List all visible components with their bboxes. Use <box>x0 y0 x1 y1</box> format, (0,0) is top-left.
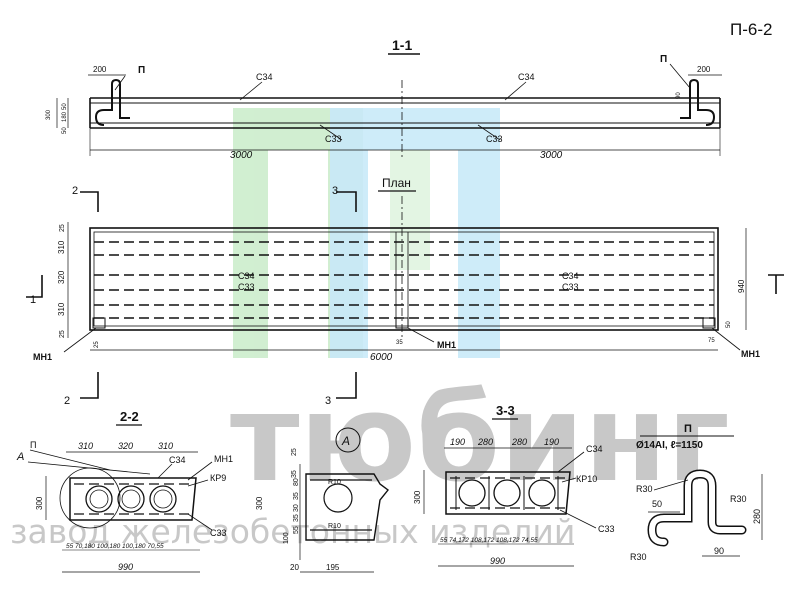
plan-length-6000: 6000 <box>370 352 393 363</box>
plan-mh1-left: МН1 <box>33 352 52 362</box>
detail-h300: 300 <box>255 496 264 510</box>
section-2-2: 2-2 П А С34 МН1 КР9 С33 310 320 310 300 … <box>16 409 233 573</box>
plan-width-940: 940 <box>737 279 746 293</box>
dim-h50a: 50 <box>62 103 68 110</box>
plan-c33-left: С33 <box>238 282 255 292</box>
dim-3000-right: 3000 <box>540 150 563 161</box>
plan-c33-right: С33 <box>562 282 579 292</box>
s33-top-190a: 190 <box>450 437 465 447</box>
detail-a: А R10 R10 25 35 80 35 30 35 55 100 300 2… <box>255 427 389 573</box>
section-3-3-title: 3-3 <box>496 403 515 418</box>
plan-title: План <box>382 176 411 190</box>
p-label-left: П <box>138 65 145 76</box>
s22-h300: 300 <box>35 496 44 510</box>
watermark-tagline: завод железобетонных изделий <box>10 512 575 551</box>
dim-h300: 300 <box>46 109 52 120</box>
bar-r30b: R30 <box>730 494 747 504</box>
bar-p-detail: П Ø14AI, ℓ=1150 R30 R30 R30 50 90 280 <box>630 423 763 562</box>
detail-d35: 35 <box>291 470 298 478</box>
dim-h180: 180 <box>62 111 68 122</box>
s22-bottom: 55 70,180 100,180 100,180 70,55 <box>66 543 164 550</box>
s22-top-310b: 310 <box>158 441 173 451</box>
s33-c34: С34 <box>586 444 603 454</box>
dim-h50b: 50 <box>62 127 68 134</box>
cut3-top: 3 <box>332 185 338 197</box>
plan-c34-left: С34 <box>238 271 255 281</box>
plan-d25c: 25 <box>94 341 100 348</box>
detail-d100: 100 <box>283 532 290 544</box>
s22-mh1: МН1 <box>214 454 233 464</box>
plan-d50: 50 <box>726 321 732 328</box>
s22-kp9: КР9 <box>210 473 226 483</box>
plan-d310b: 310 <box>57 302 66 316</box>
plan-d35: 35 <box>396 340 403 346</box>
bar-p-spec: Ø14AI, ℓ=1150 <box>636 440 703 451</box>
section-1-1: 1-1 П П С34 С34 С33 С33 200 200 <box>46 37 722 161</box>
plan-mh1-mid: МН1 <box>437 340 456 350</box>
section-2-2-title: 2-2 <box>120 409 139 424</box>
detail-a-mark: А <box>341 434 350 448</box>
s33-total: 990 <box>490 556 505 566</box>
sheet-code: П-6-2 <box>730 20 772 39</box>
detail-d195: 195 <box>326 563 340 572</box>
bar-d50: 50 <box>652 499 662 509</box>
dim-3000-left: 3000 <box>230 150 253 161</box>
detail-d80: 80 <box>293 478 300 486</box>
dim-200-left: 200 <box>93 65 107 74</box>
watermark-brand: тюбинг <box>230 370 730 509</box>
bar-d280: 280 <box>752 509 762 524</box>
cut1-left: 1 <box>30 294 36 306</box>
detail-d30: 30 <box>293 504 300 512</box>
detail-r10b: R10 <box>328 523 341 530</box>
detail-d55: 55 <box>293 526 300 534</box>
cut2-top: 2 <box>72 185 78 197</box>
cut2-bottom: 2 <box>64 395 70 407</box>
cut3-bottom: 3 <box>325 395 331 407</box>
section-3-3: 3-3 С34 КР10 С33 190 280 280 190 300 55 … <box>413 403 615 567</box>
section-1-1-title: 1-1 <box>392 37 412 53</box>
dim-h90: 90 <box>676 92 682 99</box>
s33-kp10: КР10 <box>576 474 597 484</box>
s22-c33: С33 <box>210 528 227 538</box>
plan-d75: 75 <box>708 338 715 344</box>
p-label-right: П <box>660 54 667 65</box>
s22-c34: С34 <box>169 455 186 465</box>
bar-r30c: R30 <box>630 552 647 562</box>
bar-p-title: П <box>684 423 692 435</box>
s33-c33: С33 <box>598 524 615 534</box>
s22-total: 990 <box>118 562 133 572</box>
detail-r10a: R10 <box>328 479 341 486</box>
plan-d320: 320 <box>57 270 66 284</box>
s33-bottom: 55 74,172 108,172 108,172 74,55 <box>440 537 538 544</box>
s33-h300: 300 <box>413 490 422 504</box>
plan-d25a: 25 <box>59 224 66 232</box>
s22-top-310a: 310 <box>78 441 93 451</box>
bar-r30a: R30 <box>636 484 653 494</box>
brand-watermark: тюбинг завод железобетонных изделий <box>10 370 730 551</box>
s22-a: А <box>16 451 24 463</box>
c33-label-b: С33 <box>486 134 503 144</box>
plan-d310a: 310 <box>57 240 66 254</box>
s33-top-190b: 190 <box>544 437 559 447</box>
bar-d90: 90 <box>714 546 724 556</box>
detail-d35c: 35 <box>293 514 300 522</box>
logo-watermark <box>233 108 500 358</box>
detail-d25: 25 <box>291 448 298 456</box>
s22-top-320: 320 <box>118 441 133 451</box>
detail-d35b: 35 <box>293 492 300 500</box>
detail-d20: 20 <box>290 563 299 572</box>
plan-mh1-right: МН1 <box>741 349 760 359</box>
plan-c34-right: С34 <box>562 271 579 281</box>
c33-label-a: С33 <box>325 134 342 144</box>
s33-top-280b: 280 <box>511 437 527 447</box>
dim-200-right: 200 <box>697 65 711 74</box>
c34-label-b: С34 <box>518 72 535 82</box>
s22-p: П <box>30 440 36 450</box>
s33-top-280a: 280 <box>477 437 493 447</box>
plan-d25b: 25 <box>59 330 66 338</box>
plan-view: План С34 С33 С34 С33 МН1 МН1 МН1 25 310 … <box>26 176 784 407</box>
c34-label-a: С34 <box>256 72 273 82</box>
